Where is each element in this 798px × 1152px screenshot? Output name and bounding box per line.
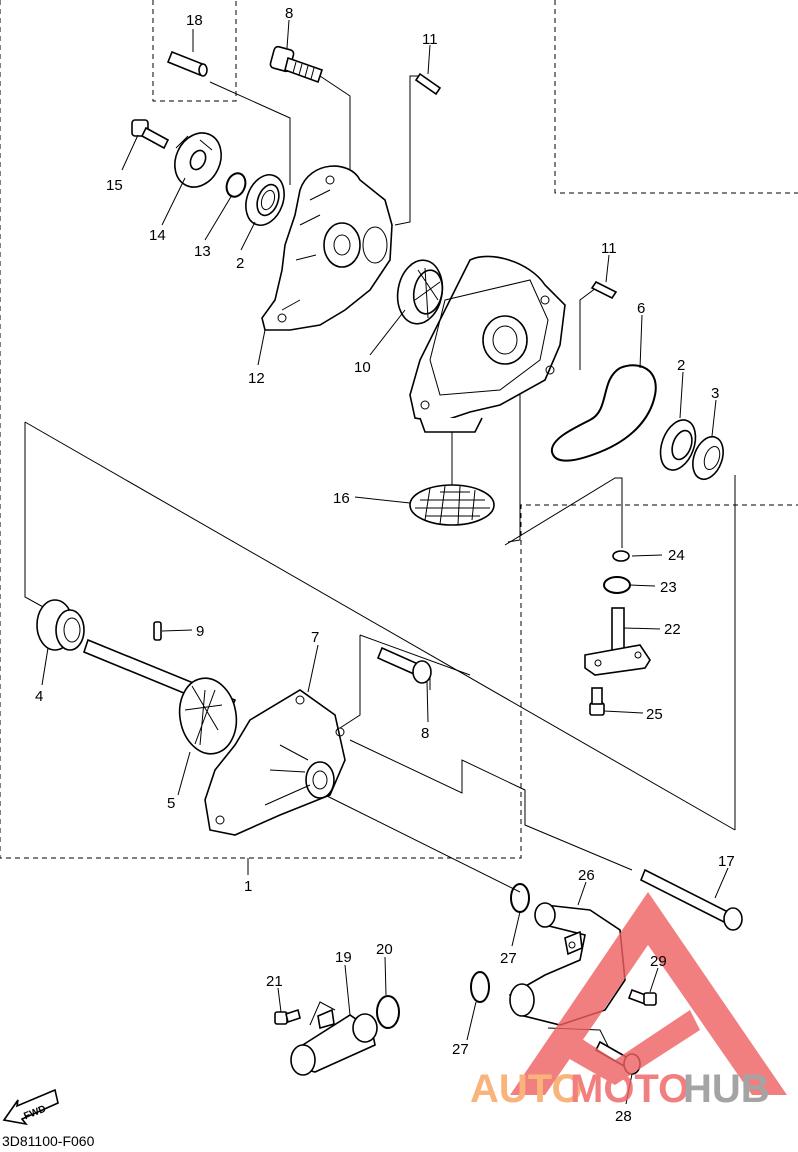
part-21-bolt — [274, 1008, 301, 1025]
label-19: 19 — [335, 949, 352, 966]
label-25: 25 — [646, 706, 663, 723]
part-16-strainer — [409, 484, 495, 526]
part-11-pin-top — [414, 72, 442, 96]
label-3: 3 — [711, 385, 719, 402]
part-5-impeller — [178, 677, 238, 755]
part-29-bolt — [627, 988, 657, 1006]
part-4-mechanical-seal — [36, 599, 85, 651]
part-18-dowel-pin — [166, 50, 208, 77]
part-12-pump-housing — [261, 165, 393, 331]
pump-body — [409, 255, 566, 433]
part-9-pin — [153, 621, 162, 641]
label-9: 9 — [196, 623, 204, 640]
label-26: 26 — [578, 867, 595, 884]
label-14: 14 — [149, 227, 166, 244]
label-21: 21 — [266, 973, 283, 990]
label-22: 22 — [664, 621, 681, 638]
label-24: 24 — [668, 547, 685, 564]
part-8-bolt-top — [269, 45, 324, 84]
label-5: 5 — [167, 795, 175, 812]
callout-leaders — [41, 19, 729, 1105]
fwd-arrow-icon — [2, 1088, 59, 1126]
part-17-long-bolt — [639, 868, 743, 931]
fwd-arrow: FWD — [2, 1088, 59, 1126]
label-12: 12 — [248, 370, 265, 387]
label-7: 7 — [311, 629, 319, 646]
part-27-o-ring-upper — [510, 883, 530, 913]
label-2-lower: 2 — [677, 357, 685, 374]
diagram-ref-code: 3D81100-F060 — [2, 1133, 95, 1149]
label-27-lower: 27 — [452, 1041, 469, 1058]
label-29: 29 — [650, 953, 667, 970]
label-8-top: 8 — [285, 5, 293, 22]
label-17: 17 — [718, 853, 735, 870]
label-2-upper: 2 — [236, 255, 244, 272]
label-6: 6 — [637, 300, 645, 317]
label-20: 20 — [376, 941, 393, 958]
watermark-hub: HUB — [683, 1067, 770, 1111]
part-13-circlip — [225, 172, 247, 198]
part-3-oil-seal — [692, 435, 724, 481]
part-number-labels: 18 8 11 15 14 13 2 12 10 11 6 2 3 16 24 … — [35, 5, 735, 1125]
part-2-bearing-lower — [659, 419, 697, 471]
watermark-auto: AUTO — [470, 1067, 583, 1111]
part-7-pump-cover — [204, 689, 346, 836]
automotohub-watermark: AUTO MOTO HUB — [470, 892, 787, 1111]
label-4: 4 — [35, 688, 43, 705]
part-19-fitting — [290, 1008, 378, 1076]
part-25-bolt — [589, 687, 605, 716]
part-14-plate — [174, 132, 222, 188]
label-8-middle: 8 — [421, 725, 429, 742]
part-27-o-ring-lower — [470, 971, 490, 1003]
part-15-bolt — [131, 119, 170, 150]
leader-lines — [24, 75, 736, 1051]
watermark-triangle-inner — [545, 1010, 700, 1085]
part-2-bearing-upper — [245, 174, 285, 226]
part-24-washer — [612, 550, 630, 562]
label-27-upper: 27 — [500, 950, 517, 967]
part-23-o-ring — [603, 576, 631, 594]
label-13: 13 — [194, 243, 211, 260]
label-11-top: 11 — [422, 31, 438, 48]
label-15: 15 — [106, 177, 123, 194]
part-20-o-ring — [376, 995, 400, 1029]
part-11-pin-right — [590, 280, 618, 300]
label-16: 16 — [333, 490, 350, 507]
part-22-pipe — [584, 607, 651, 676]
label-23: 23 — [660, 579, 677, 596]
label-10: 10 — [354, 359, 371, 376]
part-8-bolt-middle — [376, 646, 432, 684]
assembly-boundaries — [0, 0, 798, 859]
label-1: 1 — [244, 878, 252, 895]
label-11-right: 11 — [601, 240, 617, 257]
label-28: 28 — [615, 1108, 632, 1125]
part-10-oil-rotor — [396, 259, 444, 325]
part-6-gasket — [550, 364, 657, 462]
watermark-moto: MOTO — [570, 1067, 689, 1111]
label-18: 18 — [186, 12, 203, 29]
